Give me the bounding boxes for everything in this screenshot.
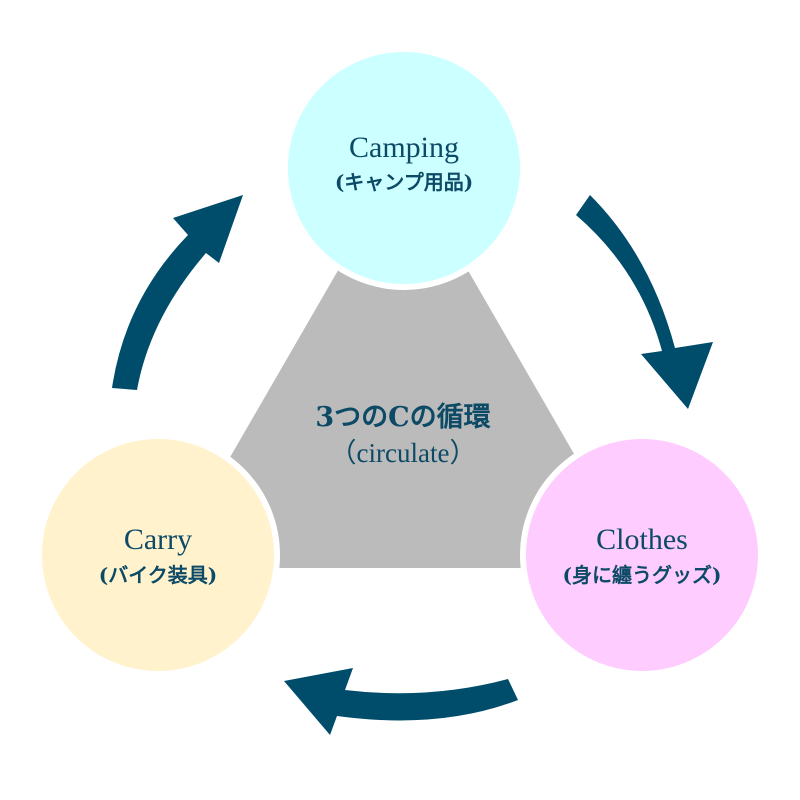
clothes-sublabel: (身に纏うグッズ) [563, 563, 722, 587]
arrow-camping-to-clothes [576, 195, 713, 409]
camping-sublabel: (キャンプ用品) [335, 170, 473, 194]
center-triangle [166, 158, 640, 568]
carry-node-circle [36, 433, 280, 677]
carry-sublabel: (バイク装具) [99, 563, 218, 587]
clothes-node-circle [520, 433, 764, 677]
carry-label: Carry [124, 523, 192, 556]
center-subtitle: （circulate） [330, 438, 477, 468]
center-title: 3つのCの循環 [315, 402, 491, 433]
clothes-label: Clothes [596, 523, 688, 556]
camping-label: Camping [349, 131, 459, 164]
arrow-carry-to-camping [112, 195, 243, 390]
camping-node-circle [282, 46, 526, 290]
arrow-clothes-to-carry [284, 668, 518, 735]
